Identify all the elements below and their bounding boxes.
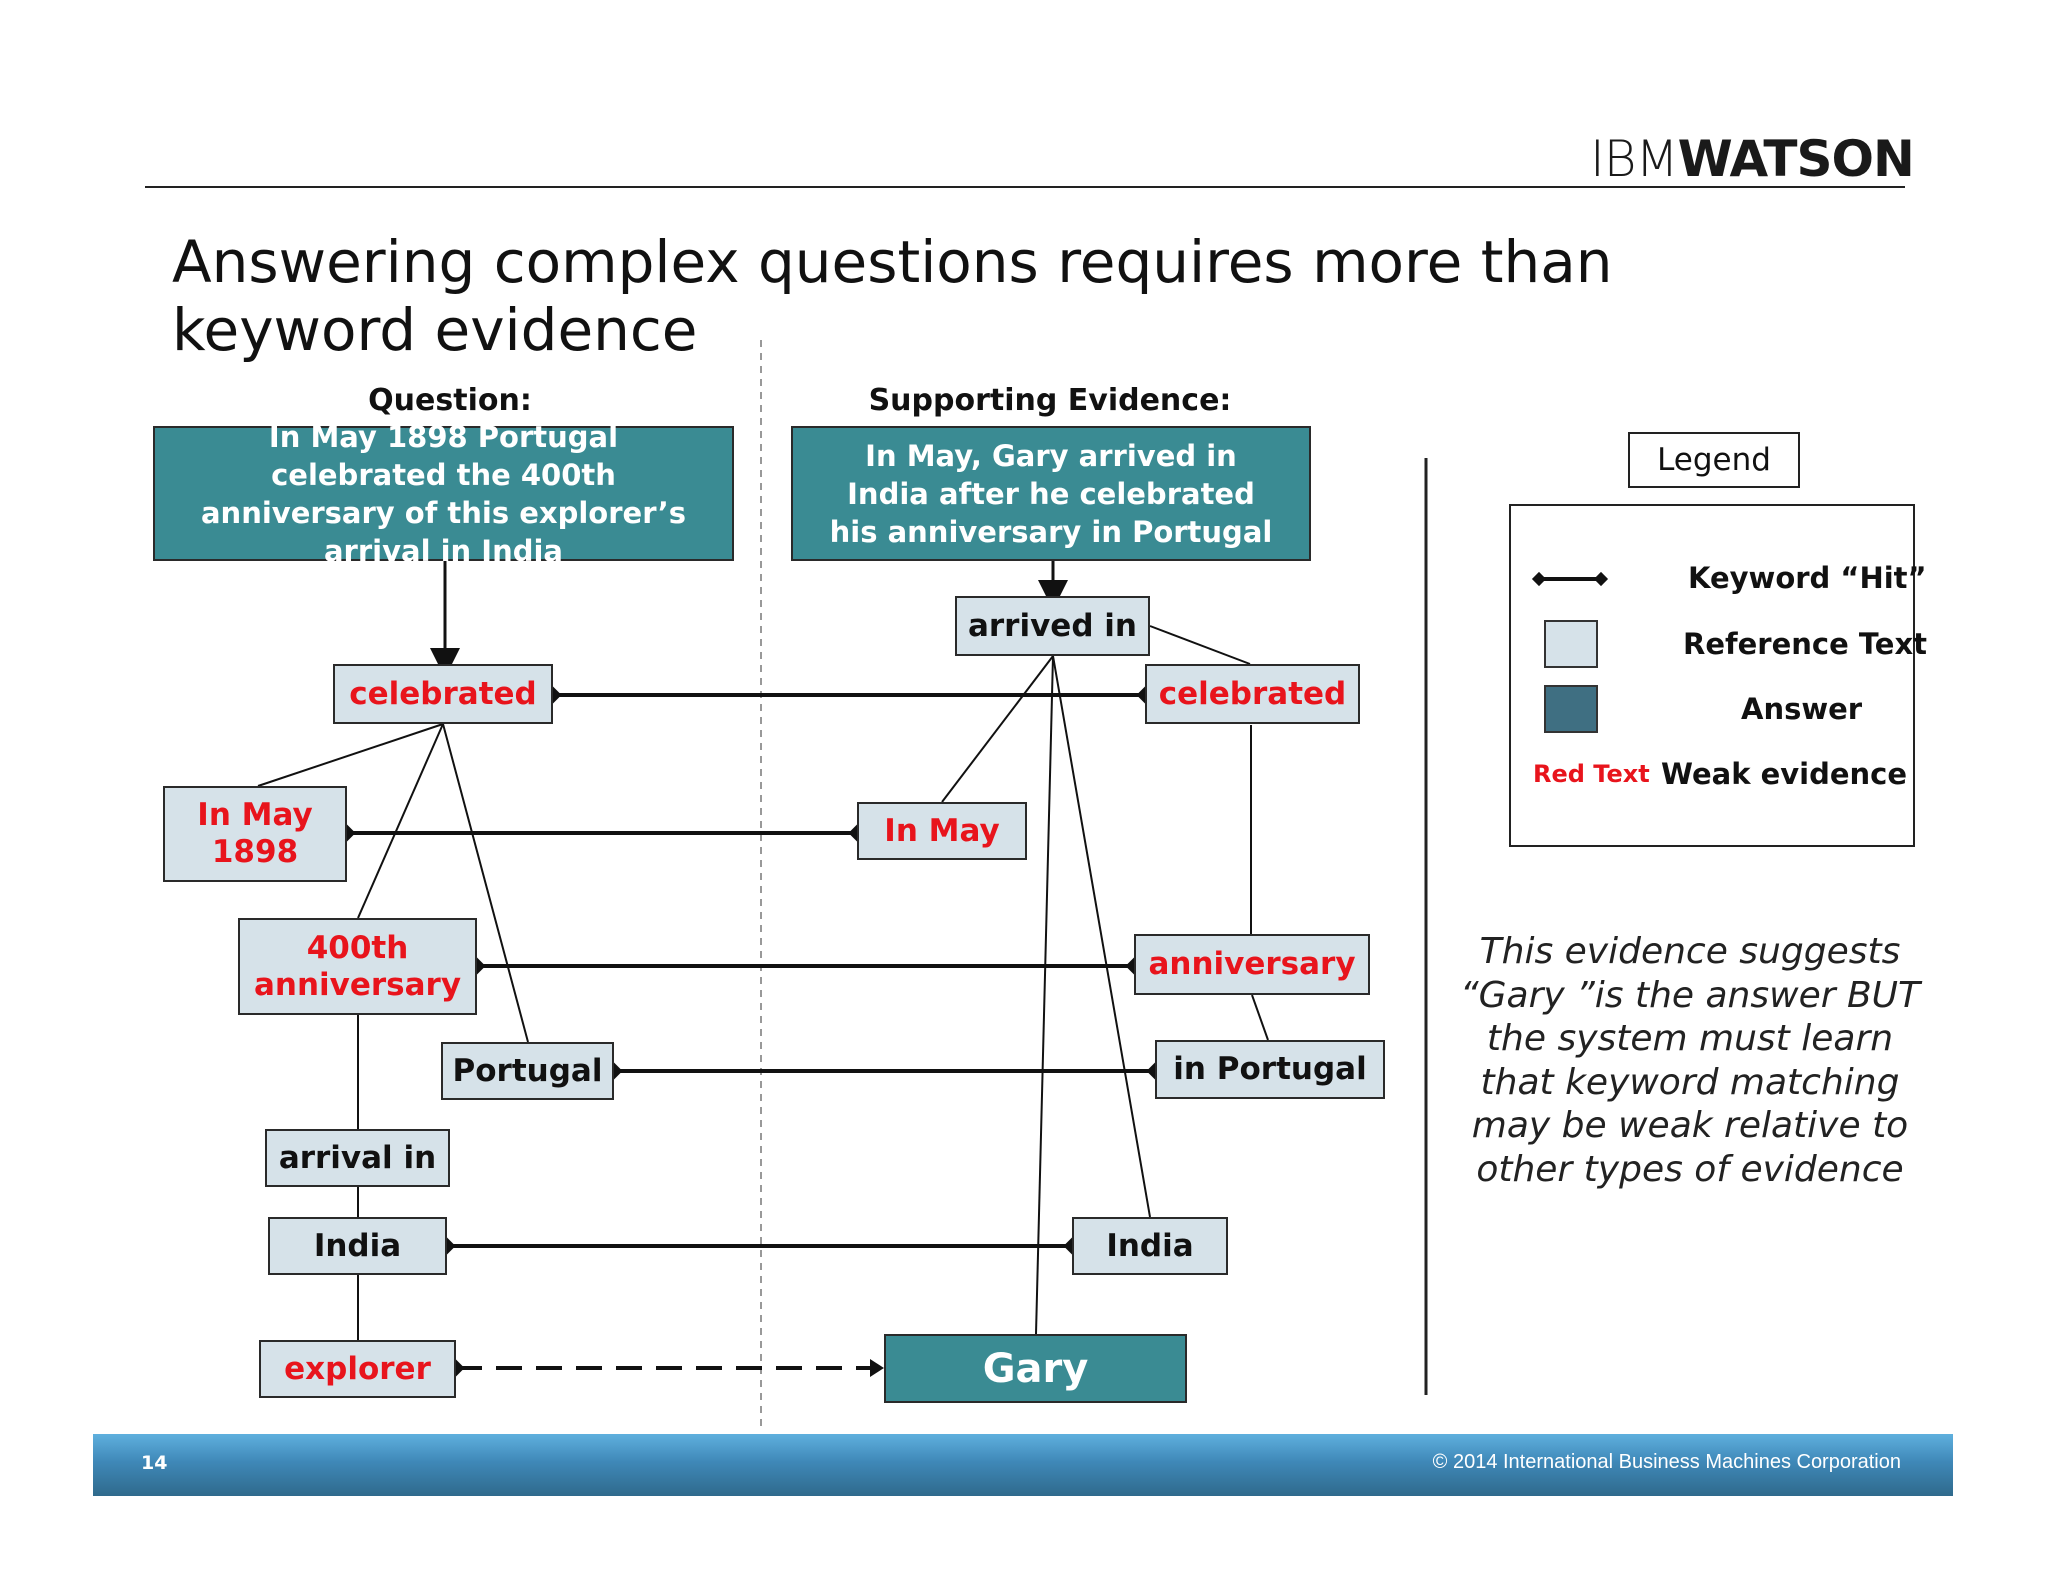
node-q-400th-anniversary: 400th anniversary [238, 918, 477, 1015]
node-label: Portugal [452, 1052, 603, 1089]
node-label: explorer [284, 1350, 431, 1387]
legend-reference-text: Reference Text [1683, 627, 1928, 661]
legend-weak-evidence: Weak evidence [1661, 757, 1908, 791]
question-heading: Question: [368, 383, 532, 418]
footer-bar: 14 © 2014 International Business Machine… [93, 1434, 1953, 1496]
tree-line [1149, 625, 1251, 665]
logo-watson: WATSON [1677, 130, 1915, 188]
copyright: © 2014 International Business Machines C… [1432, 1451, 1901, 1473]
explanation-note: This evidence suggests “Gary ”is the ans… [1459, 931, 1921, 1190]
node-label: in Portugal [1173, 1051, 1367, 1087]
node-e-gary-answer: Gary [884, 1334, 1187, 1403]
ibm-watson-logo: IBMWATSON [1590, 130, 1915, 188]
evidence-heading: Supporting Evidence: [868, 383, 1232, 418]
node-label: arrival in [278, 1139, 437, 1176]
node-e-arrived-in: arrived in [955, 596, 1150, 656]
node-label: celebrated [1158, 675, 1347, 712]
tree-line [442, 723, 529, 1043]
node-label: In May 1898 [197, 797, 313, 870]
legend-title: Legend [1628, 432, 1800, 488]
tree-line [357, 723, 444, 919]
tree-line [941, 655, 1054, 803]
node-label: arrived in [967, 607, 1138, 644]
node-label: Gary [982, 1345, 1089, 1392]
evidence-box-text: In May, Gary arrived in India after he c… [829, 438, 1273, 549]
node-label: In May [884, 812, 1000, 849]
node-e-anniversary: anniversary [1134, 934, 1370, 995]
node-label: India [1106, 1227, 1194, 1264]
question-box-text: In May 1898 Portugal celebrated the 400t… [200, 419, 686, 568]
node-q-in-may-1898: In May 1898 [163, 786, 347, 882]
node-label: anniversary [1148, 946, 1356, 982]
tree-line [1052, 655, 1151, 1218]
node-e-in-may: In May [857, 802, 1027, 860]
logo-ibm: IBM [1590, 130, 1679, 188]
tree-line [1251, 994, 1269, 1041]
tree-line [1035, 655, 1054, 1335]
node-q-arrival-in: arrival in [265, 1129, 450, 1187]
legend-reference-swatch [1544, 620, 1598, 668]
legend-red-text: Red Text [1533, 760, 1650, 788]
node-q-india: India [268, 1217, 447, 1275]
page-number: 14 [141, 1452, 168, 1474]
evidence-box: In May, Gary arrived in India after he c… [791, 426, 1311, 561]
legend-box [1509, 504, 1915, 847]
node-label: 400th anniversary [253, 929, 462, 1003]
node-q-celebrated: celebrated [333, 664, 553, 724]
node-label: India [313, 1227, 402, 1264]
question-box: In May 1898 Portugal celebrated the 400t… [153, 420, 734, 568]
node-e-in-portugal: in Portugal [1155, 1040, 1385, 1099]
legend-answer: Answer [1741, 692, 1863, 726]
node-e-celebrated: celebrated [1145, 664, 1360, 724]
legend-answer-swatch [1544, 685, 1598, 733]
node-q-portugal: Portugal [441, 1042, 614, 1100]
header-rule [145, 186, 1905, 188]
node-e-india: India [1072, 1217, 1228, 1275]
node-label: celebrated [349, 675, 537, 712]
legend-keyword-hit: Keyword “Hit” [1688, 561, 1927, 595]
slide-title: Answering complex questions requires mor… [172, 228, 1613, 364]
node-q-explorer: explorer [259, 1340, 456, 1398]
tree-line [257, 723, 444, 787]
